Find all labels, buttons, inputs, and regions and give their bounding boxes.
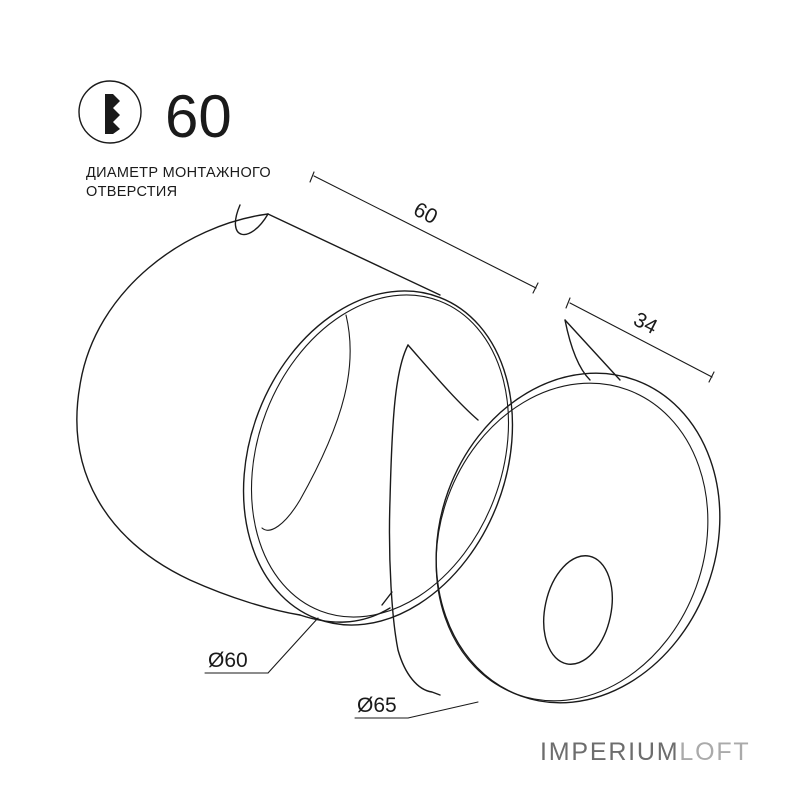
- light-aperture: [543, 555, 613, 665]
- dimension-length: 60: [309, 171, 539, 294]
- inner-diameter-callout: Ø60: [204, 617, 319, 674]
- outer-diameter-callout: Ø65: [354, 694, 479, 719]
- light-cover: [381, 319, 721, 704]
- caption-line-2: ОТВЕРСТИЯ: [86, 184, 177, 200]
- dimension-length-label: 60: [410, 198, 441, 229]
- brand-logo-accent: LOFT: [679, 738, 750, 766]
- outer-diameter-label: Ø65: [357, 694, 397, 717]
- mounting-sleeve: [76, 204, 514, 626]
- brand-logo-main: IMPERIUM: [540, 738, 679, 766]
- hole-diameter-value: 60: [165, 83, 232, 150]
- brand-logo: IMPERIUMLOFT: [540, 738, 751, 766]
- dimension-depth: 34: [565, 297, 715, 383]
- drill-bit-icon: [78, 80, 142, 144]
- dimension-depth-label: 34: [630, 308, 662, 339]
- inner-diameter-label: Ø60: [208, 649, 248, 672]
- caption-line-1: ДИАМЕТР МОНТАЖНОГО: [86, 165, 271, 181]
